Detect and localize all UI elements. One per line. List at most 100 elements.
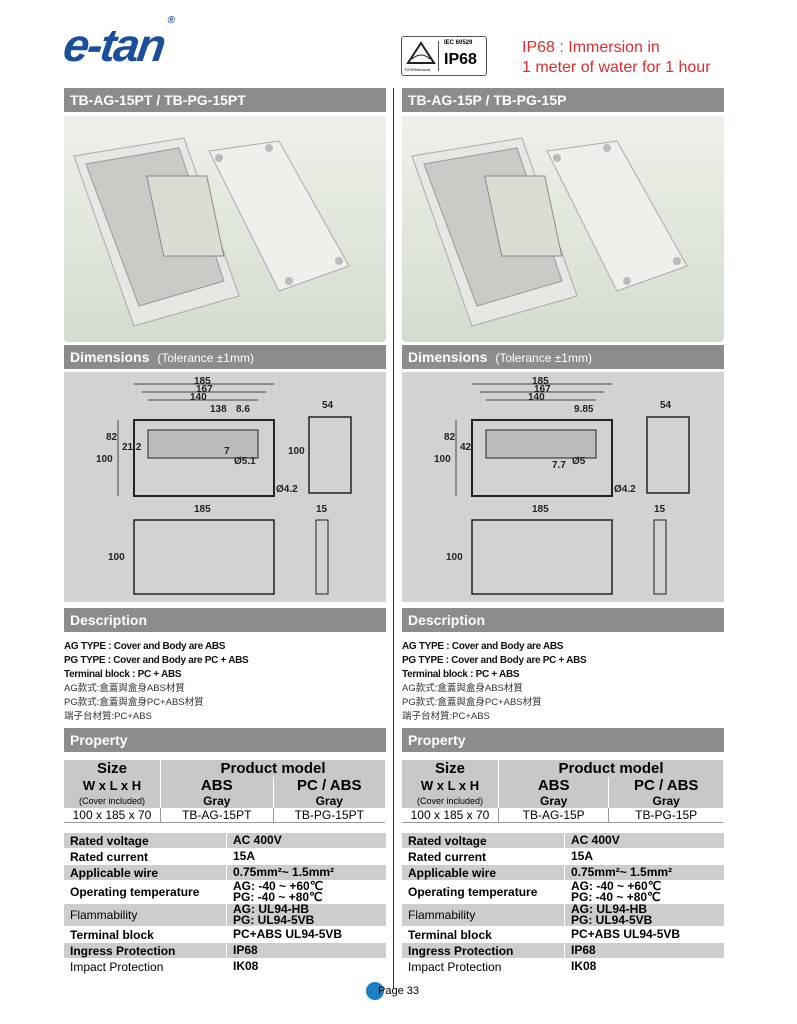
lid-side-view bbox=[653, 519, 667, 595]
ag-model: TB-AG-15PT bbox=[160, 808, 274, 823]
dim-depth-54: 54 bbox=[660, 400, 672, 411]
spec-key: Applicable wire bbox=[64, 864, 227, 881]
pcabs-header: PC / ABS bbox=[273, 777, 386, 794]
spec-value-cell: IP68 bbox=[226, 942, 386, 959]
spec-key: Ingress Protection bbox=[64, 942, 227, 959]
dim-pitch-985: 9.85 bbox=[574, 404, 594, 415]
property-heading: Property bbox=[70, 732, 128, 748]
logo-text: e-tan bbox=[60, 19, 168, 71]
pcabs-header: PC / ABS bbox=[608, 777, 724, 794]
spec-value: 15A bbox=[233, 849, 256, 863]
dimension-drawing: 185 167 140 9.85 82 42 100 7.7 Ø5 Ø4.2 5… bbox=[402, 372, 724, 602]
spec-key: Rated current bbox=[64, 848, 227, 865]
dim-lid-185: 185 bbox=[194, 504, 211, 515]
spec-row: Rated voltage AC 400V bbox=[402, 833, 724, 849]
dim-lid-15: 15 bbox=[316, 504, 328, 515]
spec-key: Ingress Protection bbox=[402, 942, 565, 959]
spec-value: AG: -40 ~ +60℃ bbox=[571, 879, 662, 893]
size-value: 100 x 185 x 70 bbox=[402, 808, 499, 823]
dim-width-167: 167 bbox=[196, 384, 213, 395]
lid-top-view bbox=[133, 519, 275, 595]
abs-header: ABS bbox=[498, 777, 610, 794]
spec-row: Applicable wire 0.75mm²~ 1.5mm² bbox=[64, 864, 386, 881]
spec-value-2: PG: -40 ~ +80℃ bbox=[233, 890, 323, 904]
wlh-header: W x L x H bbox=[402, 777, 499, 794]
page-number: Page 33 bbox=[378, 984, 419, 997]
description-heading: Description bbox=[70, 612, 148, 628]
description-text: AG TYPE : Cover and Body are ABS PG TYPE… bbox=[402, 640, 587, 724]
spec-value-2: PG: UL94-5VB bbox=[571, 913, 653, 927]
dim-height-100: 100 bbox=[434, 454, 451, 465]
tuv-triangle-icon bbox=[406, 41, 439, 71]
wlh-header: W x L x H bbox=[64, 777, 161, 794]
product-title: TB-AG-15PT / TB-PG-15PT bbox=[70, 92, 246, 108]
page-footer: Page 33 bbox=[366, 982, 419, 1000]
size-header: Size bbox=[402, 760, 499, 777]
product-model-header: Product model bbox=[498, 760, 724, 777]
desc-ag-chinese: AG款式:盒蓋與盒身ABS材質 bbox=[64, 683, 185, 694]
description-text: AG TYPE : Cover and Body are ABS PG TYPE… bbox=[64, 640, 249, 724]
spec-value: 15A bbox=[571, 849, 594, 863]
dim-width-185: 185 bbox=[194, 376, 211, 387]
pcabs-color: Gray bbox=[608, 794, 724, 808]
spec-value-cell: 0.75mm²~ 1.5mm² bbox=[564, 864, 724, 881]
spec-value-cell: 0.75mm²~ 1.5mm² bbox=[226, 864, 386, 881]
page-dot-icon bbox=[366, 982, 384, 1000]
spec-value-cell: 15A bbox=[564, 848, 724, 865]
spec-key: Rated voltage bbox=[402, 833, 565, 849]
desc-ag-type: AG TYPE : Cover and Body are ABS bbox=[64, 641, 226, 652]
spec-value: AC 400V bbox=[571, 833, 620, 847]
property-bar: Property bbox=[64, 728, 386, 752]
dim-width-185: 185 bbox=[532, 376, 549, 387]
dim-lid-100: 100 bbox=[108, 552, 125, 563]
pg-model: TB-PG-15P bbox=[608, 808, 724, 823]
spec-value: AG: -40 ~ +60℃ bbox=[233, 879, 324, 893]
dim-fixing-hole: Ø4.2 bbox=[276, 484, 298, 495]
spec-value: IK08 bbox=[571, 959, 597, 973]
spec-key: Operating temperature bbox=[64, 880, 227, 904]
spec-row: Rated current 15A bbox=[64, 848, 386, 865]
dim-lid-100: 100 bbox=[446, 552, 463, 563]
dim-width-140: 140 bbox=[528, 392, 545, 403]
dim-height-82: 82 bbox=[106, 432, 118, 443]
spec-value: AG: UL94-HB bbox=[571, 902, 648, 916]
spec-key: Flammability bbox=[64, 903, 227, 927]
body-top-view bbox=[133, 419, 275, 497]
product-title: TB-AG-15P / TB-PG-15P bbox=[408, 92, 567, 108]
ip-note-line2: 1 meter of water for 1 hour bbox=[522, 59, 711, 76]
spec-key: Impact Protection bbox=[64, 958, 227, 975]
spec-value: 0.75mm²~ 1.5mm² bbox=[233, 865, 335, 879]
dim-77: 7.7 bbox=[552, 460, 566, 471]
property-bar: Property bbox=[402, 728, 724, 752]
lid-top-view bbox=[471, 519, 613, 595]
spec-value-cell: PC+ABS UL94-5VB bbox=[564, 926, 724, 943]
tolerance-note: (Tolerance ±1mm) bbox=[495, 351, 592, 365]
dim-7: 7 bbox=[224, 446, 230, 457]
desc-ag-chinese: AG款式:盒蓋與盒身ABS材質 bbox=[402, 683, 523, 694]
spec-value-cell: 15A bbox=[226, 848, 386, 865]
spec-value: PC+ABS UL94-5VB bbox=[571, 927, 681, 941]
spec-value-2: PG: UL94-5VB bbox=[233, 913, 315, 927]
desc-terminal-chinese: 端子台材質:PC+ABS bbox=[64, 711, 152, 722]
description-bar: Description bbox=[402, 608, 724, 632]
dimensions-heading: Dimensions bbox=[408, 349, 488, 365]
spec-value-2: PG: -40 ~ +80℃ bbox=[571, 890, 661, 904]
spec-value-cell: IP68 bbox=[564, 942, 724, 959]
tuv-label: TÜVRheinland bbox=[404, 67, 431, 72]
spec-key: Applicable wire bbox=[402, 864, 565, 881]
body-side-view bbox=[308, 416, 352, 494]
terminal-block bbox=[485, 429, 597, 459]
spec-value: PC+ABS UL94-5VB bbox=[233, 927, 343, 941]
dim-lid-15: 15 bbox=[654, 504, 666, 515]
dim-hole-diameter: Ø5.1 bbox=[234, 456, 256, 467]
spec-value: AC 400V bbox=[233, 833, 282, 847]
dim-height-42: 42 bbox=[460, 442, 472, 453]
